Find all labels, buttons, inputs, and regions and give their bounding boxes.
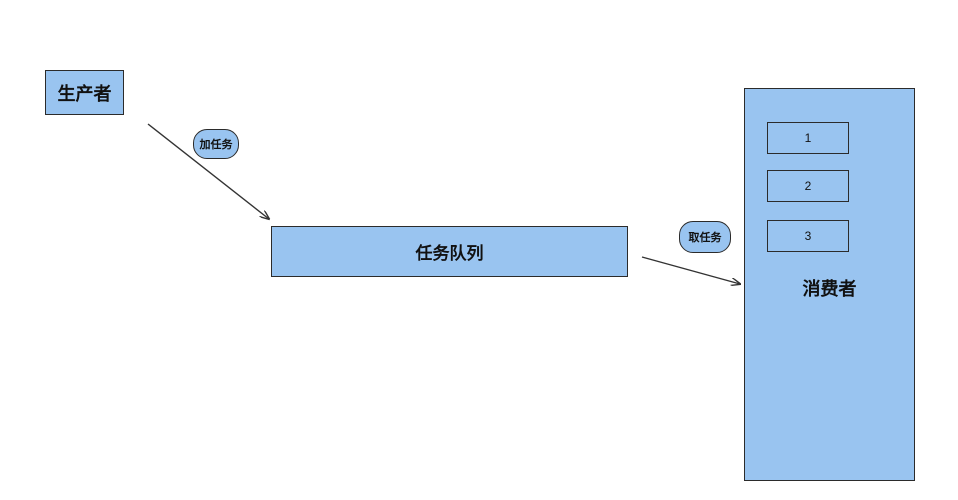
- consumer-slot-label: 3: [804, 229, 812, 243]
- producer-node: 生产者: [45, 70, 124, 115]
- consumer-slot: 1: [767, 122, 849, 154]
- take-task-arrow: [641, 256, 740, 284]
- take-task-edge-label: 取任务: [679, 221, 731, 253]
- task-queue-node: 任务队列: [271, 226, 628, 277]
- consumer-slot-label: 2: [804, 179, 812, 193]
- consumer-node: 1 2 3 消费者: [744, 88, 915, 481]
- consumer-slot: 2: [767, 170, 849, 202]
- add-task-arrow: [147, 123, 269, 219]
- add-task-label: 加任务: [199, 138, 233, 151]
- take-task-label: 取任务: [688, 231, 722, 244]
- consumer-slot: 3: [767, 220, 849, 252]
- producer-label: 生产者: [57, 83, 112, 105]
- add-task-edge-label: 加任务: [193, 129, 239, 159]
- consumer-label: 消费者: [802, 279, 857, 300]
- consumer-slot-label: 1: [804, 131, 812, 145]
- task-queue-label: 任务队列: [415, 244, 484, 264]
